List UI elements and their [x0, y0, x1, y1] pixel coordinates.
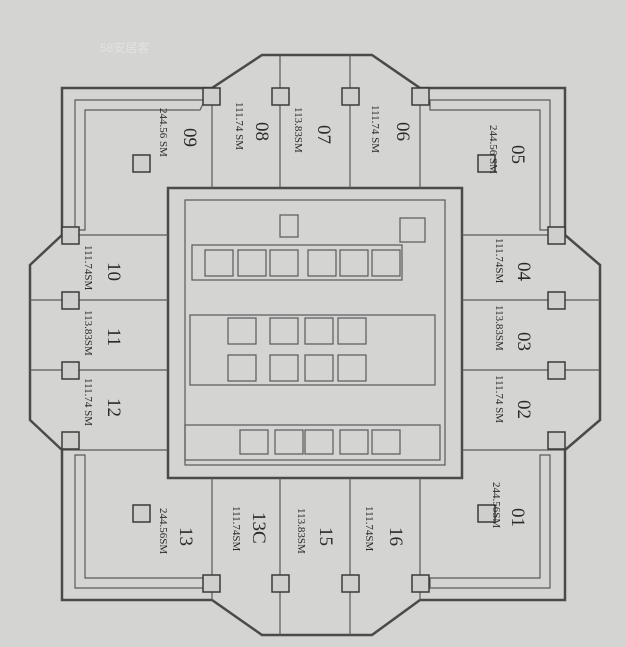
unit-05-area: 244.56 SM: [487, 125, 499, 174]
unit-04-number: 04: [513, 262, 534, 282]
unit-03-area: 113.83SM: [493, 305, 505, 351]
unit-02-area: 111.74 SM: [493, 375, 505, 423]
unit-08-area: 111.74 SM: [233, 102, 245, 150]
unit-07-area: 113.83SM: [292, 107, 304, 153]
unit-10-area: 111.74SM: [82, 245, 94, 291]
unit-16-area: 111.74SM: [363, 506, 375, 552]
unit-04-area: 111.74SM: [493, 238, 505, 284]
unit-10-number: 10: [103, 262, 124, 281]
unit-09-number: 09: [179, 128, 200, 147]
unit-08-number: 08: [251, 122, 272, 141]
unit-11-number: 11: [103, 328, 124, 346]
unit-07-number: 07: [313, 125, 334, 144]
unit-02-number: 02: [513, 400, 534, 419]
unit-12-area: 111.74 SM: [82, 378, 94, 426]
unit-13-area: 244.56SM: [157, 508, 169, 554]
unit-15-area: 113.83SM: [295, 508, 307, 554]
unit-03-number: 03: [513, 332, 534, 351]
inner-wall-se: [429, 454, 551, 589]
columns: [61, 87, 566, 593]
unit-13-number: 13: [175, 527, 196, 546]
unit-13c-area: 111.74SM: [230, 506, 242, 552]
unit-06-area: 111.74 SM: [369, 105, 381, 153]
core-inner: [184, 199, 446, 466]
unit-12-number: 12: [103, 398, 124, 417]
watermark: 58安居客: [100, 40, 149, 55]
unit-labels: 05 244.56 SM 06 111.74 SM 07 113.83SM 08…: [82, 102, 534, 554]
core-outline: [166, 186, 464, 480]
unit-16-number: 16: [385, 527, 406, 546]
unit-06-number: 06: [392, 122, 413, 141]
core-elevators: [184, 214, 441, 461]
building-outline: [28, 53, 602, 637]
unit-01-area: 244.56SM: [490, 482, 502, 528]
unit-09-area: 244.56 SM: [157, 108, 169, 157]
unit-05-number: 05: [507, 145, 528, 164]
unit-11-area: 113.83SM: [82, 310, 94, 356]
unit-01-number: 01: [507, 508, 528, 527]
unit-13c-number: 13C: [248, 512, 269, 544]
unit-15-number: 15: [315, 527, 336, 546]
